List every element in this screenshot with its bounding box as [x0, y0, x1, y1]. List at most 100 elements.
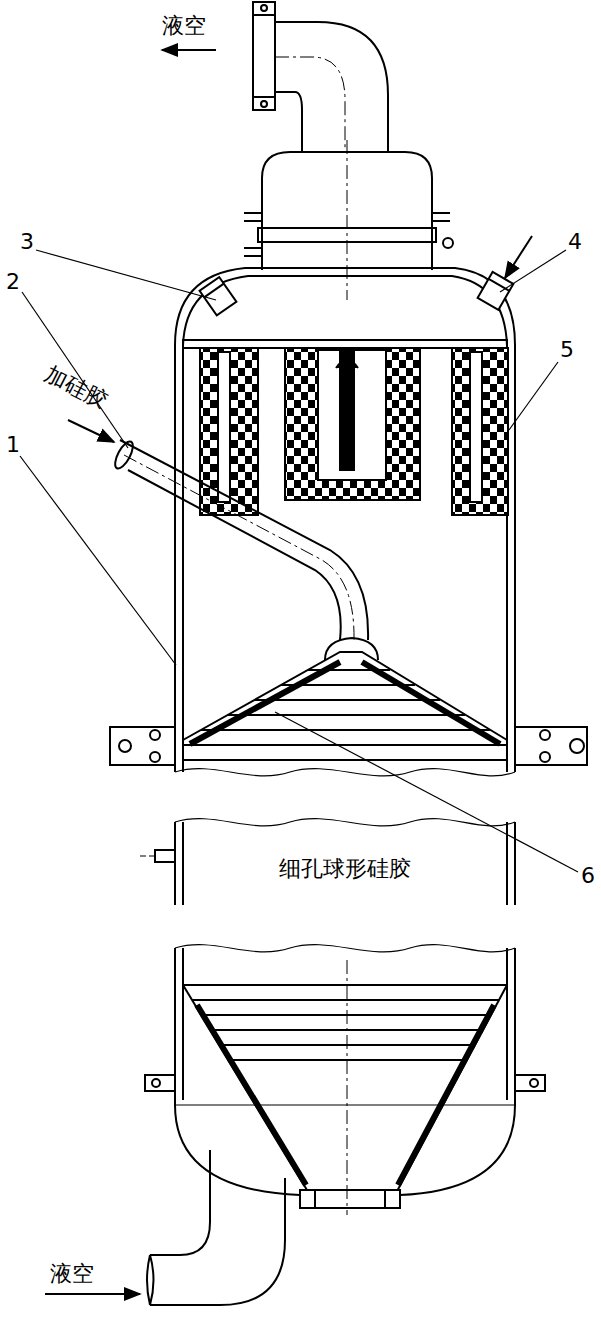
support-lug: [515, 727, 587, 765]
filter-cartridge: [285, 348, 420, 500]
support-lug: [150, 730, 160, 740]
upper-shell: [175, 268, 515, 772]
feed-pipe: [120, 440, 368, 640]
filter-cartridge: [470, 352, 482, 502]
lower-shell: [197, 1005, 306, 1185]
lower-shell: [152, 1079, 160, 1087]
lower-shell: [515, 1075, 545, 1091]
middle-shell: [514, 822, 516, 905]
upper-shell: [204, 284, 224, 298]
lower-shell: [347, 960, 348, 1215]
upper-shell: [183, 340, 507, 348]
support-lug: [150, 752, 160, 762]
support-lug: [110, 727, 587, 765]
break-line: [175, 769, 515, 952]
filter-cartridge: [200, 348, 258, 515]
leader-line: [500, 250, 566, 292]
feed-pipe: [112, 439, 368, 640]
cone-distributor: [183, 652, 507, 740]
top-cap: [432, 212, 450, 214]
outlet-pipe: [253, 2, 388, 152]
leader-line: [36, 250, 216, 300]
lower-shell: [183, 984, 507, 986]
outlet-pipe: [253, 2, 275, 110]
lower-shell: [395, 985, 507, 1195]
callout-number: 4: [568, 230, 582, 254]
inlet-pipe: [147, 1150, 285, 1305]
leader-line: [20, 250, 578, 872]
leader-line: [20, 456, 176, 665]
callout-number: 5: [560, 338, 574, 362]
callout-number: 3: [20, 230, 34, 254]
filter-cartridge: [452, 348, 508, 515]
lower-shell: [530, 1079, 538, 1087]
upper-shell: [478, 272, 514, 310]
middle-shell: [174, 822, 176, 905]
upper-shell: [175, 268, 515, 772]
top-cap: [244, 247, 262, 249]
upper-shell: [489, 279, 510, 291]
flow-label: 液空: [50, 1262, 94, 1286]
inlet-pipe: [150, 1178, 285, 1305]
leader-line: [22, 292, 128, 448]
middle-shell: [140, 856, 155, 857]
lower-shell: [175, 1105, 515, 1106]
upper-shell: [478, 272, 514, 310]
middle-shell: [155, 850, 175, 862]
cone-distributor: [183, 759, 507, 761]
support-lug: [540, 752, 550, 762]
lower-shell: [183, 985, 310, 1195]
flow-arrow: [68, 420, 114, 442]
outlet-pipe: [275, 22, 388, 152]
middle-shell: [182, 822, 184, 905]
lower-shell: [145, 948, 545, 1215]
feed-pipe: [124, 455, 354, 640]
filter-cartridge: [318, 350, 386, 480]
filter-cartridge: [218, 352, 230, 502]
outlet-pipe: [253, 14, 275, 16]
upper-shell: [200, 277, 237, 315]
flow-arrow: [45, 1293, 140, 1295]
lower-shell: [398, 1005, 494, 1185]
lower-shell: [182, 948, 184, 1100]
callout-number: 1: [6, 433, 20, 457]
callout-number: 2: [6, 270, 20, 294]
support-lug: [570, 739, 584, 753]
top-cap: [244, 255, 262, 257]
cone-distributor: [201, 729, 490, 731]
top-cap: [244, 220, 262, 222]
vessel-drawing: [20, 2, 587, 1305]
cone-distributor: [183, 638, 507, 760]
outlet-pipe: [261, 5, 267, 11]
lower-shell: [300, 1190, 400, 1208]
upper-shell: [200, 277, 237, 315]
inlet-pipe: [147, 1255, 150, 1305]
filter-cartridge: [336, 360, 358, 368]
flow-label: 加硅胶: [41, 362, 111, 414]
inlet-pipe: [150, 1255, 154, 1305]
cone-distributor: [183, 744, 507, 746]
top-cap: [443, 238, 453, 248]
lower-shell: [506, 948, 508, 1100]
upper-shell: [183, 276, 507, 772]
lower-shell: [145, 1075, 175, 1091]
callout-number: 6: [581, 864, 595, 888]
break-line: [175, 819, 515, 826]
break-line: [175, 945, 515, 952]
lower-shell: [175, 948, 515, 1195]
top-cap: [432, 220, 450, 222]
feed-pipe: [128, 470, 341, 640]
cone-distributor: [228, 714, 465, 716]
cone-distributor: [190, 662, 340, 744]
filter-cartridge: [200, 348, 508, 515]
support-lug: [110, 727, 175, 765]
cone-distributor: [362, 662, 500, 744]
outlet-pipe: [253, 96, 275, 98]
lower-shell: [192, 999, 499, 1001]
middle-shell: [140, 822, 515, 905]
support-lug: [119, 740, 131, 752]
outlet-pipe: [261, 101, 267, 107]
outlet-pipe: [275, 92, 302, 152]
break-line: [175, 769, 515, 776]
outlet-pipe: [275, 57, 345, 152]
